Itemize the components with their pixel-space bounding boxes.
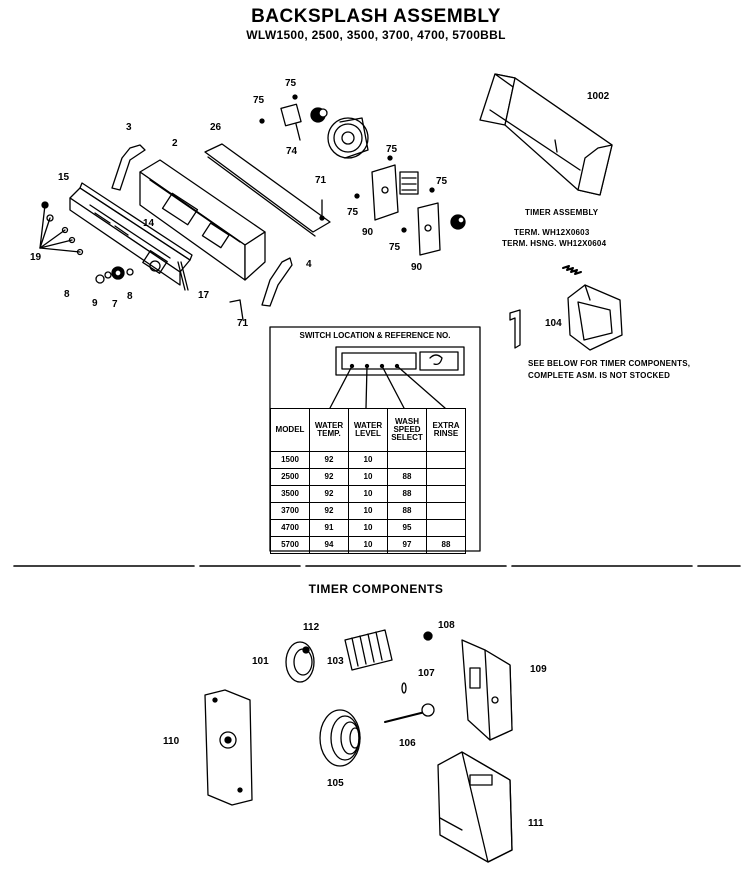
page-title: BACKSPLASH ASSEMBLY bbox=[251, 6, 501, 27]
header-water-temp: WATER TEMP. bbox=[309, 408, 349, 452]
callout-19: 19 bbox=[30, 252, 42, 263]
table-cell: 97 bbox=[387, 536, 427, 554]
table-row: 4700 91 10 95 bbox=[270, 519, 466, 537]
callout-1002: 1002 bbox=[587, 91, 610, 102]
callout-2: 2 bbox=[172, 138, 178, 149]
switch-graphic bbox=[354, 155, 466, 256]
callout-8a: 8 bbox=[64, 289, 70, 300]
table-cell: 88 bbox=[387, 485, 427, 503]
callout-75-b: 75 bbox=[285, 78, 297, 89]
table-cell: 92 bbox=[309, 502, 349, 520]
table-cell: 4700 bbox=[270, 519, 310, 537]
timer-housing-graphic bbox=[509, 284, 623, 351]
callout-8b: 8 bbox=[127, 291, 133, 302]
callout-105: 105 bbox=[327, 778, 344, 789]
terminal-housing-label: TERM. HSNG. WH12X0604 bbox=[502, 239, 607, 248]
callout-104: 104 bbox=[545, 318, 562, 329]
table-cell: 2500 bbox=[270, 468, 310, 486]
callout-3: 3 bbox=[126, 122, 132, 133]
note-line-1: SEE BELOW FOR TIMER COMPONENTS, bbox=[528, 359, 691, 368]
table-cell: 91 bbox=[309, 519, 349, 537]
callout-4: 4 bbox=[306, 259, 312, 270]
table-row: 2500 92 10 88 bbox=[270, 468, 466, 486]
table-cell: 88 bbox=[387, 502, 427, 520]
header-water-level: WATER LEVEL bbox=[348, 408, 388, 452]
header-model: MODEL bbox=[270, 408, 310, 452]
header-wash-speed: WASH SPEED SELECT bbox=[387, 408, 427, 452]
callout-90-b: 90 bbox=[411, 262, 423, 273]
table-row: 5700 94 10 97 88 bbox=[270, 536, 466, 554]
model-list: WLW1500, 2500, 3500, 3700, 4700, 5700BBL bbox=[246, 28, 506, 42]
callout-75-d: 75 bbox=[436, 176, 448, 187]
callout-71-bottom: 71 bbox=[237, 318, 249, 329]
callout-15: 15 bbox=[58, 172, 70, 183]
callout-14: 14 bbox=[143, 218, 155, 229]
callout-7: 7 bbox=[112, 299, 118, 310]
timer-motor-graphic bbox=[259, 94, 369, 159]
callout-75-e: 75 bbox=[347, 207, 359, 218]
table-cell: 10 bbox=[348, 519, 388, 537]
table-cell bbox=[426, 468, 466, 486]
callout-111: 111 bbox=[528, 818, 544, 829]
callout-90-a: 90 bbox=[362, 227, 374, 238]
table-cell: 88 bbox=[387, 468, 427, 486]
table-row: 3500 92 10 88 bbox=[270, 485, 466, 503]
table-cell bbox=[426, 502, 466, 520]
table-cell: 92 bbox=[309, 485, 349, 503]
callout-75-a: 75 bbox=[253, 95, 265, 106]
table-cell: 10 bbox=[348, 451, 388, 469]
callout-110: 110 bbox=[163, 736, 180, 747]
callout-107: 107 bbox=[418, 668, 435, 679]
table-cell: 94 bbox=[309, 536, 349, 554]
table-cell: 10 bbox=[348, 468, 388, 486]
table-row: 1500 92 10 bbox=[270, 451, 466, 469]
callout-106: 106 bbox=[399, 738, 416, 749]
console-graphic bbox=[139, 159, 266, 281]
callout-75-c: 75 bbox=[386, 144, 398, 155]
switch-reference-table: MODEL WATER TEMP. WATER LEVEL WASH SPEED… bbox=[270, 408, 466, 554]
table-cell: 3700 bbox=[270, 502, 310, 520]
table-cell bbox=[426, 451, 466, 469]
table-cell: 10 bbox=[348, 502, 388, 520]
callout-112: 112 bbox=[303, 622, 320, 633]
table-header-row: MODEL WATER TEMP. WATER LEVEL WASH SPEED… bbox=[270, 408, 466, 452]
callout-17: 17 bbox=[198, 290, 210, 301]
callout-109: 109 bbox=[530, 664, 547, 675]
table-cell bbox=[426, 519, 466, 537]
timer-assembly-label: TIMER ASSEMBLY bbox=[525, 208, 599, 217]
callout-74: 74 bbox=[286, 146, 298, 157]
table-cell: 5700 bbox=[270, 536, 310, 554]
trim-graphic bbox=[204, 143, 331, 233]
table-cell: 88 bbox=[426, 536, 466, 554]
table-cell: 10 bbox=[348, 536, 388, 554]
timer-components-graphic bbox=[204, 629, 513, 863]
callout-75-f: 75 bbox=[389, 242, 401, 253]
table-cell bbox=[387, 451, 427, 469]
table-cell bbox=[426, 485, 466, 503]
table-cell: 92 bbox=[309, 451, 349, 469]
switch-box-title: SWITCH LOCATION & REFERENCE NO. bbox=[299, 331, 451, 340]
timer-assembly-graphic bbox=[479, 73, 613, 196]
table-cell: 92 bbox=[309, 468, 349, 486]
table-row: 3700 92 10 88 bbox=[270, 502, 466, 520]
callout-9: 9 bbox=[92, 298, 98, 309]
table-cell: 10 bbox=[348, 485, 388, 503]
callout-103: 103 bbox=[327, 656, 344, 667]
callout-101: 101 bbox=[252, 656, 269, 667]
note-line-2: COMPLETE ASM. IS NOT STOCKED bbox=[528, 371, 671, 380]
callout-71-right: 71 bbox=[315, 175, 327, 186]
timer-components-heading: TIMER COMPONENTS bbox=[308, 582, 444, 596]
control-panel-graphic bbox=[69, 182, 193, 286]
callout-26: 26 bbox=[210, 122, 222, 133]
header-extra-rinse: EXTRA RINSE bbox=[426, 408, 466, 452]
table-cell: 95 bbox=[387, 519, 427, 537]
terminal-label: TERM. WH12X0603 bbox=[514, 228, 590, 237]
callout-108: 108 bbox=[438, 620, 455, 631]
table-cell: 1500 bbox=[270, 451, 310, 469]
table-cell: 3500 bbox=[270, 485, 310, 503]
